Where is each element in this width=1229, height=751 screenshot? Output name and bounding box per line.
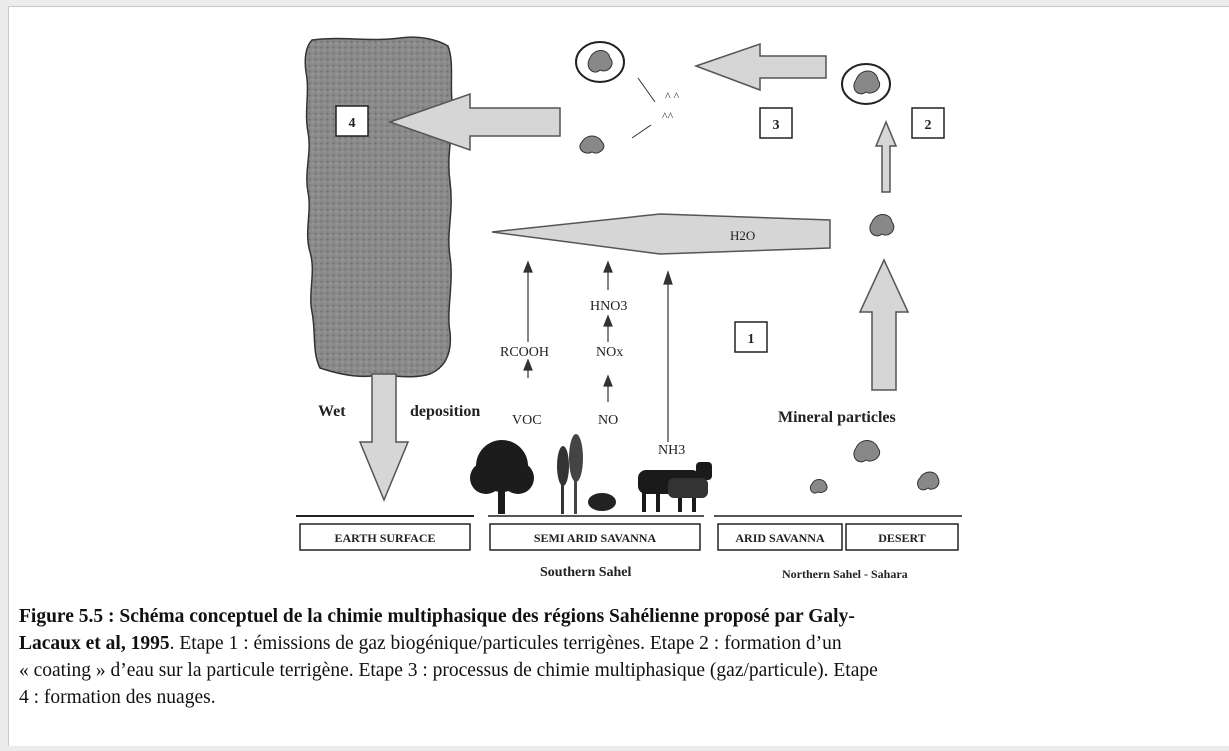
rcooh-label: RCOOH <box>500 345 549 360</box>
figure-image: 4 ^ ^ ^^ 3 2 <box>260 22 978 582</box>
surface-earth: EARTH SURFACE <box>334 531 435 545</box>
hno3-label: HNO3 <box>590 299 627 314</box>
svg-text:^ ^: ^ ^ <box>665 89 680 103</box>
surface-desert: DESERT <box>878 531 926 545</box>
wet-label: Wet <box>318 403 346 420</box>
deposition-label: deposition <box>410 403 480 420</box>
particle-icon <box>854 441 880 462</box>
caption-line-4: 4 : formation des nuages. <box>19 684 1228 711</box>
nox-label: NOx <box>596 345 623 360</box>
conceptual-diagram: 4 ^ ^ ^^ 3 2 <box>260 22 978 582</box>
arrow-up-mineral <box>860 260 908 390</box>
arrow-step-2-to-3 <box>696 44 826 90</box>
particle-icon <box>918 472 939 490</box>
h2o-arrow <box>492 214 830 254</box>
cloud-shape <box>305 37 452 377</box>
mineral-particles-label: Mineral particles <box>778 409 896 426</box>
particle-icon <box>810 480 827 494</box>
surface-semi-arid: SEMI ARID SAVANNA <box>534 531 657 545</box>
caption-citation: Lacaux et al, 1995 <box>19 633 170 654</box>
step-4-label: 4 <box>349 116 356 131</box>
step-1-label: 1 <box>748 332 755 347</box>
caption-line-3: « coating » d’eau sur la particule terri… <box>19 657 1228 684</box>
vegetation-illustration <box>470 434 616 514</box>
svg-text:^^: ^^ <box>662 109 674 123</box>
caption-title: Figure 5.5 : Schéma conceptuel de la chi… <box>19 606 855 627</box>
voc-label: VOC <box>512 413 542 428</box>
region-south: Southern Sahel <box>540 565 632 580</box>
wet-deposition-arrow <box>360 374 408 500</box>
particle-icon <box>588 51 612 73</box>
no-label: NO <box>598 413 618 428</box>
h2o-label: H2O <box>730 228 755 243</box>
figure-panel: 4 ^ ^ ^^ 3 2 <box>8 6 1229 746</box>
arrow-up-step-2 <box>876 122 896 192</box>
caption-step-text: . Etape 1 : émissions de gaz biogénique/… <box>170 633 842 654</box>
cattle-illustration <box>638 462 712 512</box>
particle-icon <box>854 71 880 94</box>
particle-icon <box>870 215 894 236</box>
caption-line-1: Figure 5.5 : Schéma conceptuel de la chi… <box>19 603 1228 630</box>
nh3-label: NH3 <box>658 443 685 458</box>
step-3-label: 3 <box>773 118 780 133</box>
region-north: Northern Sahel - Sahara <box>782 567 908 581</box>
particle-icon <box>580 136 604 153</box>
surface-arid: ARID SAVANNA <box>735 531 825 545</box>
step-2-label: 2 <box>925 118 932 133</box>
figure-caption: Figure 5.5 : Schéma conceptuel de la chi… <box>19 603 1228 711</box>
caption-line-2: Lacaux et al, 1995. Etape 1 : émissions … <box>19 630 1228 657</box>
